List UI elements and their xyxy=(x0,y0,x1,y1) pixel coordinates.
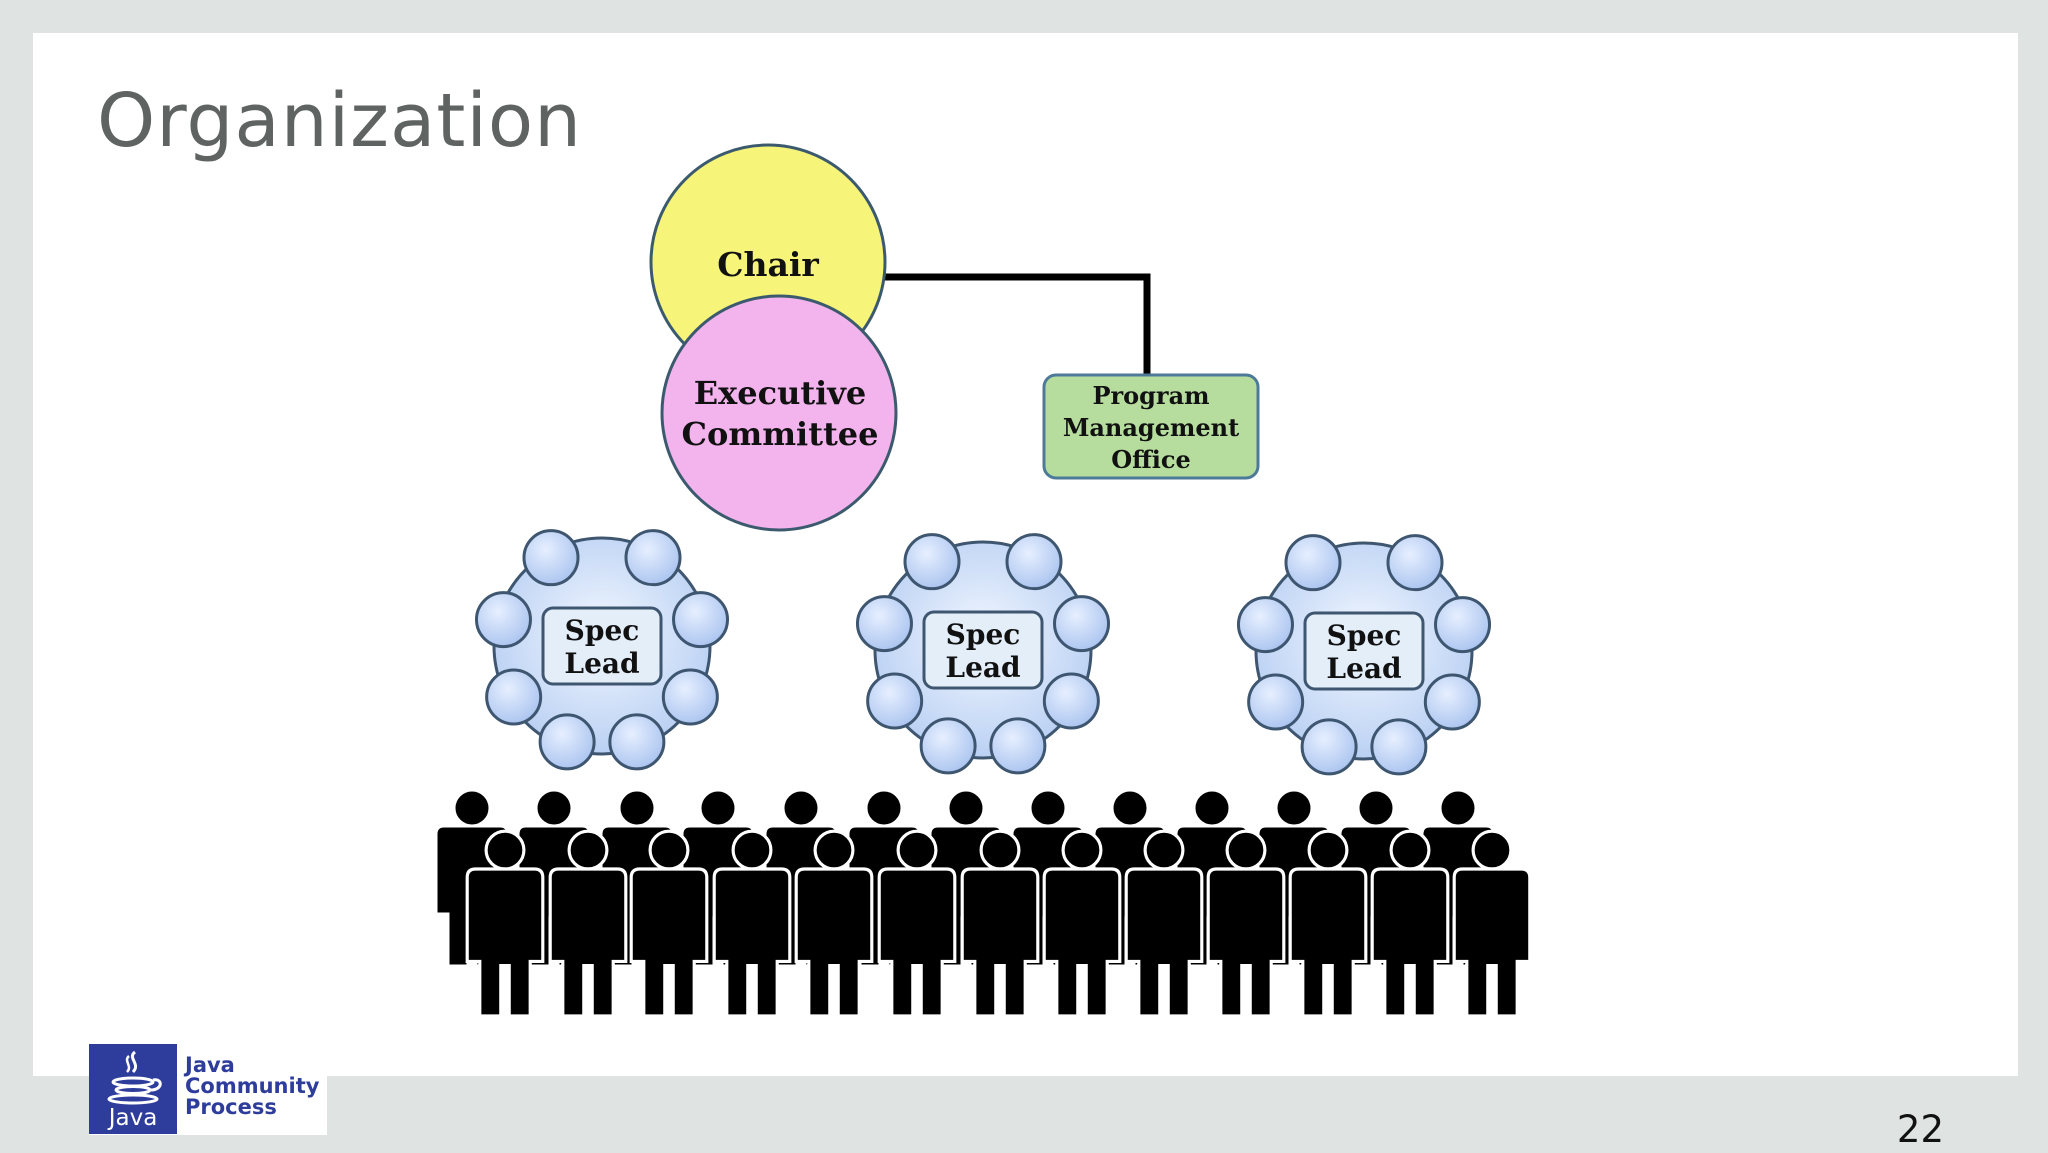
person-silhouette xyxy=(1370,829,1450,1018)
slide-number: 22 xyxy=(1896,1108,1944,1151)
pmo-label-line-3: Office xyxy=(1111,445,1191,474)
chair-to-pmo-connector xyxy=(884,273,1151,375)
spec-seat xyxy=(903,533,961,591)
people-crowd-icon xyxy=(434,788,1532,1018)
executive-committee-label-line-1: Executive xyxy=(694,374,866,412)
person-silhouette xyxy=(548,829,628,1018)
spec-seat xyxy=(1300,718,1358,776)
spec-lead-label: Spec xyxy=(1327,619,1402,652)
spec-seat xyxy=(672,591,730,649)
person-silhouette xyxy=(465,829,545,1018)
spec-lead-label: Spec xyxy=(565,614,640,647)
spec-seat xyxy=(866,672,924,730)
spec-lead-box xyxy=(541,606,663,686)
logo-text-line-1: Java xyxy=(185,1053,235,1077)
spec-seat xyxy=(538,713,596,771)
spec-seat xyxy=(474,591,532,649)
spec-seat xyxy=(1005,533,1063,591)
chair-label: Chair xyxy=(717,245,819,284)
logo-text-line-3: Process xyxy=(185,1095,277,1119)
java-community-process-logo: Java Java Community Process xyxy=(89,1043,327,1135)
spec-seat xyxy=(661,668,719,726)
person-silhouette xyxy=(794,829,874,1018)
person-silhouette xyxy=(1206,829,1286,1018)
spec-lead-box xyxy=(922,610,1044,690)
executive-committee-node: Executive Committee xyxy=(660,294,898,532)
spec-seat xyxy=(1053,595,1111,653)
spec-seat xyxy=(1386,534,1444,592)
person-silhouette xyxy=(1042,829,1122,1018)
program-management-office-node: Program Management Office xyxy=(1042,373,1260,480)
pmo-label-line-1: Program xyxy=(1092,381,1209,410)
spec-seat xyxy=(1247,673,1305,731)
spec-seat xyxy=(989,717,1047,775)
spec-seat xyxy=(522,529,580,587)
spec-lead-box xyxy=(1303,611,1425,691)
spec-lead-label: Spec xyxy=(946,618,1021,651)
logo-java-word: Java xyxy=(108,1105,158,1131)
logo-text-line-2: Community xyxy=(185,1074,320,1098)
person-silhouette xyxy=(629,829,709,1018)
slide-title: Organization xyxy=(97,78,583,164)
person-silhouette xyxy=(960,829,1040,1018)
spec-seat xyxy=(1042,672,1100,730)
person-silhouette xyxy=(1288,829,1368,1018)
spec-seat xyxy=(1284,534,1342,592)
person-silhouette xyxy=(712,829,792,1018)
spec-seat xyxy=(1434,596,1492,654)
spec-seat xyxy=(919,717,977,775)
person-silhouette xyxy=(1124,829,1204,1018)
java-coffee-cup-icon: Java xyxy=(89,1044,177,1134)
spec-seat xyxy=(1423,673,1481,731)
spec-lead-label: Lead xyxy=(1326,652,1401,685)
person-silhouette xyxy=(1452,829,1532,1018)
spec-lead-label: Lead xyxy=(945,651,1020,684)
logo-text: Java Community Process xyxy=(185,1055,319,1118)
executive-committee-label-line-2: Committee xyxy=(682,415,879,453)
spec-seat xyxy=(485,668,543,726)
person-silhouette xyxy=(877,829,957,1018)
spec-seat xyxy=(1370,718,1428,776)
pmo-label-line-2: Management xyxy=(1063,413,1239,442)
spec-seat xyxy=(1236,596,1294,654)
spec-lead-label: Lead xyxy=(564,647,639,680)
spec-seat xyxy=(855,595,913,653)
spec-seat xyxy=(608,713,666,771)
spec-seat xyxy=(624,529,682,587)
